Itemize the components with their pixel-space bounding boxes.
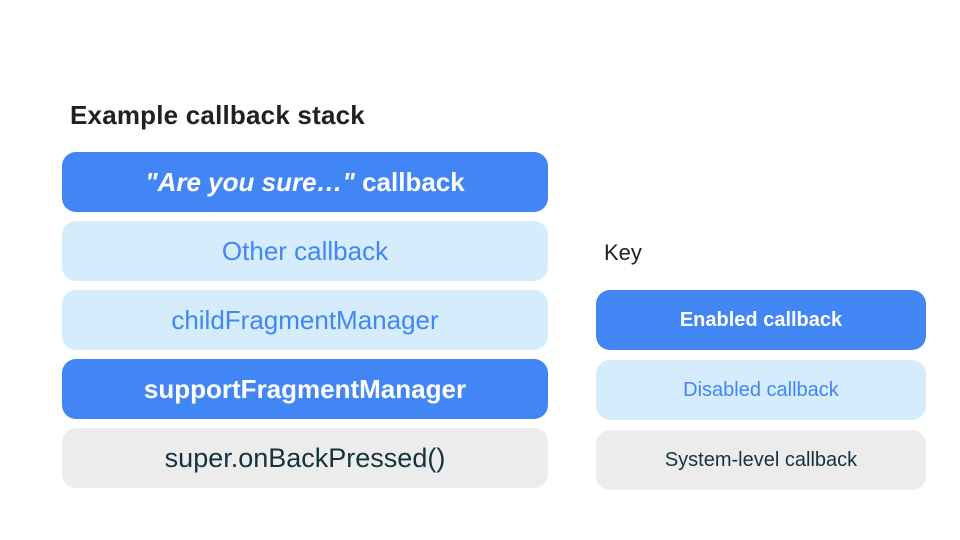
key-title: Key: [604, 240, 642, 265]
stack-item-super-on-back-pressed: super.onBackPressed(): [62, 428, 548, 488]
stack-item-label-rest: callback: [354, 166, 465, 197]
stack-item-label: Other callback: [221, 235, 389, 266]
key-item-enabled-callback: Enabled callback: [596, 290, 926, 350]
key-item-label: Disabled callback: [683, 378, 839, 401]
stack-item-label: childFragmentManager: [171, 304, 439, 335]
stack-item-other-callback: Other callback: [62, 221, 548, 281]
stack-item-child-fragment-manager: childFragmentManager: [62, 290, 548, 350]
stack-item-are-you-sure-callback: "Are you sure…" callback: [62, 152, 548, 212]
key-item-label: Enabled callback: [679, 308, 843, 331]
stack-item-support-fragment-manager: supportFragmentManager: [62, 359, 548, 419]
key-item-system-level-callback: System-level callback: [596, 430, 926, 490]
stack-item-label: supportFragmentManager: [143, 373, 467, 404]
stack-item-label: super.onBackPressed(): [164, 442, 446, 473]
stack-item-label: "Are you sure…" callback: [145, 167, 464, 198]
key-item-disabled-callback: Disabled callback: [596, 360, 926, 420]
key-item-label: System-level callback: [664, 448, 858, 471]
stack-title: Example callback stack: [70, 100, 365, 130]
stack-item-label-italic: "Are you sure…": [145, 166, 355, 197]
